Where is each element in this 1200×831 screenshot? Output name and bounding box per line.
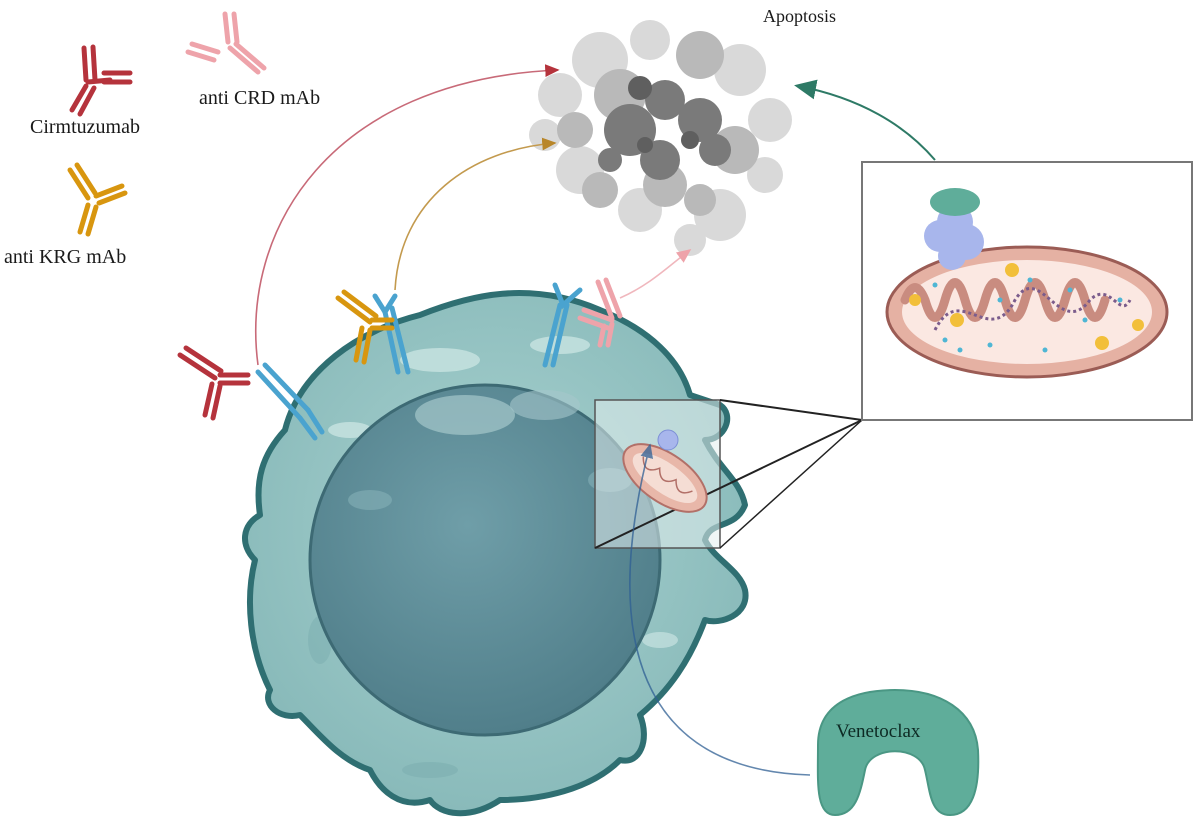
anti-krg-icon: [70, 165, 125, 234]
cirmtuzumab-antibody-bound: [180, 348, 248, 418]
anti-crd-apoptosis-arrow: [620, 250, 690, 298]
anti-krg-label: anti KRG mAb: [4, 246, 126, 269]
cirmtuzumab-icon: [72, 47, 130, 114]
cirmtuzumab-label: Cirmtuzumab: [30, 116, 140, 139]
anti-krg-apoptosis-arrow: [395, 143, 555, 290]
venetoclax-bound: [930, 188, 980, 216]
venetoclax-label: Venetoclax: [836, 721, 920, 743]
zoom-line-top: [720, 400, 862, 420]
mitochondrion-zoom-panel: [862, 162, 1192, 420]
apoptosis-label: Apoptosis: [763, 6, 836, 27]
anti-crd-icon: [188, 14, 264, 72]
zoom-line-mid: [720, 420, 862, 548]
anti-crd-label: anti CRD mAb: [199, 87, 320, 110]
mitochondria-apoptosis-arrow: [798, 86, 935, 160]
bcl2-protein-small: [658, 430, 678, 450]
apoptotic-cell-debris: [529, 20, 792, 256]
venetoclax-molecule: [818, 690, 978, 815]
